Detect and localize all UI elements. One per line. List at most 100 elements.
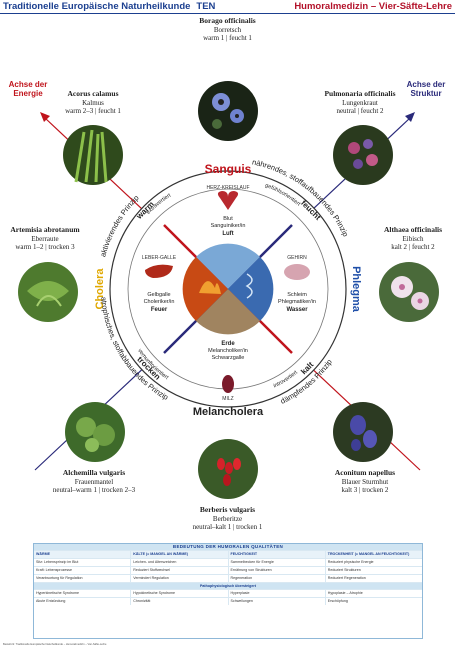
plant-alchemilla: Alchemilla vulgaris Frauenmantel neutral… [38, 468, 150, 495]
element-left-1: Gelbgalle [147, 292, 170, 298]
element-bottom-3: Schwarzgalle [212, 355, 245, 361]
plant-latin: Borago officinalis [199, 16, 256, 25]
plant-latin: Alchemilla vulgaris [62, 468, 126, 477]
temperament-melancholera: Melancholera [193, 406, 264, 418]
plant-borago: Borago officinalis Borretsch warm 1 | fe… [175, 16, 280, 43]
plant-latin: Artemisia abrotanum [10, 225, 80, 234]
header-right-title: Humoralmedizin – Vier-Säfte-Lehre [294, 1, 452, 12]
spleen-icon [222, 375, 234, 393]
acorus-image [63, 125, 123, 185]
plant-quality: warm 2–3 | feucht 1 [65, 107, 121, 115]
plant-german: Eberraute [31, 234, 59, 243]
althaea-image [379, 262, 439, 322]
table-header-cell: TROCKENHEIT (= MANGEL AN FEUCHTIGKEIT) [324, 551, 422, 559]
table-cell: Schwellungen [227, 598, 325, 606]
liver-icon [145, 264, 173, 278]
table-title: BEDEUTUNG DER HUMORALEN QUALITÄTEN [34, 544, 422, 551]
table-row: Hyperkinetische Syndrome Hypokinetische … [34, 589, 422, 598]
temperament-sanguis: Sanguis [205, 162, 252, 176]
artemisia-image [18, 262, 78, 322]
table-row: Kraft: Lebensprozesse Reduziert Stoffwec… [34, 566, 422, 575]
plant-image-acorus [62, 124, 124, 186]
plant-quality: warm 1–2 | trocken 3 [15, 243, 75, 251]
plant-image-artemisia [17, 261, 79, 323]
table-cell: Akute Entzündung [36, 599, 66, 604]
plant-german: Lungenkraut [342, 98, 378, 107]
plant-image-alchemilla [64, 401, 126, 463]
plant-german: Kalmus [82, 98, 104, 107]
element-left-2: Choleriker/in [144, 299, 175, 305]
plant-image-althaea [378, 261, 440, 323]
element-core [182, 243, 274, 335]
element-bottom-2: Melancholiker/in [208, 348, 248, 354]
plant-latin: Acorus calamus [67, 89, 119, 98]
table-cell: Hypokinetische Syndrome [130, 590, 227, 598]
energy-axis-label: Achse der Energie [8, 80, 48, 98]
table-cell: Hypoplasie – Atrophie [324, 590, 422, 598]
plant-german: Blauer Sturmhut [341, 477, 389, 486]
humoral-diagram: Sanguis Melancholera Cholera Phlegma akt… [94, 157, 362, 418]
plant-german: Frauenmantel [74, 477, 114, 486]
humoral-qualities-table: BEDEUTUNG DER HUMORALEN QUALITÄTEN WÄRME… [33, 543, 423, 639]
table-row: Akute Entzündung Chronizität Schwellunge… [34, 597, 422, 606]
plant-quality: neutral–kalt 1 | trocken 1 [192, 523, 263, 531]
plant-image-berberis [197, 438, 259, 500]
heart-icon [217, 191, 239, 210]
plant-althaea: Althaea officinalis Eibisch kalt 2 | feu… [372, 225, 454, 252]
berberis-image [198, 439, 258, 499]
element-right-2: Phlegmatiker/in [278, 299, 316, 305]
element-left-3: Feuer [151, 307, 168, 313]
table-cell: Hyperplasie [227, 590, 325, 598]
plant-quality: neutral | feucht 2 [336, 107, 384, 115]
plant-quality: warm 1 | feucht 1 [203, 34, 252, 42]
plant-german: Berberitze [212, 514, 243, 523]
plant-quality: kalt 2 | feucht 2 [391, 243, 435, 251]
table-subtitle: Pathophysiologisch übersteigert [34, 582, 422, 590]
plant-quality: kalt 3 | trocken 2 [341, 486, 389, 494]
organ-brain-label: GEHIRN [287, 255, 307, 261]
organ-heart-label: HERZ-KREISLAUF [206, 185, 249, 191]
table-cell: Leichen- und Alterszeichen [130, 559, 227, 567]
pulmonaria-image [333, 125, 393, 185]
organ-spleen-label: MILZ [222, 396, 233, 402]
table-cell: Reduziert physische Energie [324, 559, 422, 567]
table-cell: Reduziert Stoffwechsel [130, 567, 227, 575]
element-right-1: Schleim [287, 292, 307, 298]
brain-icon [284, 264, 310, 280]
table-row: Sitz: Lebensprinzip im Blut Leichen- und… [34, 558, 422, 567]
header-bar: Traditionelle Europäische Naturheilkunde… [0, 0, 455, 14]
plant-berberis: Berberis vulgaris Berberitze neutral–kal… [170, 505, 285, 532]
air-quadrant [196, 243, 260, 289]
aconitum-image [333, 402, 393, 462]
plant-aconitum: Aconitum napellus Blauer Sturmhut kalt 3… [320, 468, 410, 495]
table-cell: Regeneration [227, 575, 325, 583]
table-header-cell: FEUCHTIGKEIT [227, 551, 325, 559]
plant-latin: Pulmonaria officinalis [324, 89, 396, 98]
header-left-title: Traditionelle Europäische Naturheilkunde… [3, 1, 216, 12]
element-bottom-1: Erde [221, 341, 235, 347]
plant-latin: Berberis vulgaris [199, 505, 256, 514]
temperament-phlegma: Phlegma [350, 266, 362, 313]
table-cell: Sammelbecken für Energie [227, 559, 325, 567]
element-right-3: Wasser [286, 307, 308, 313]
plant-image-borago [197, 80, 259, 142]
plant-acorus: Acorus calamus Kalmus warm 2–3 | feucht … [48, 89, 138, 116]
structure-axis-label: Achse der Struktur [406, 80, 446, 98]
table-cell: Erschöpfung [324, 598, 422, 606]
footer-text: Bestell-Nr. Traditionelle Europäische Na… [3, 643, 107, 646]
table-cell: Reduziert Strukturen [324, 567, 422, 575]
earth-quadrant [196, 289, 260, 335]
table-cell: Hyperkinetische Syndrome [36, 591, 79, 596]
ten-label: TEN [196, 1, 216, 12]
table-cell: Kraft: Lebensprozesse [36, 568, 72, 573]
organ-liver-label: LEBER-GALLE [142, 255, 177, 261]
element-top-2: Sanguiniker/in [211, 223, 246, 229]
table-cell: Reduziert Regeneration [324, 575, 422, 583]
table-cell: Chronizität [130, 598, 227, 606]
plant-image-aconitum [332, 401, 394, 463]
borago-image [198, 81, 258, 141]
table-cell: Ernährung von Strukturen [227, 567, 325, 575]
plant-german: Eibisch [402, 234, 424, 243]
element-top-3: Luft [222, 231, 233, 237]
plant-german: Borretsch [213, 25, 242, 34]
